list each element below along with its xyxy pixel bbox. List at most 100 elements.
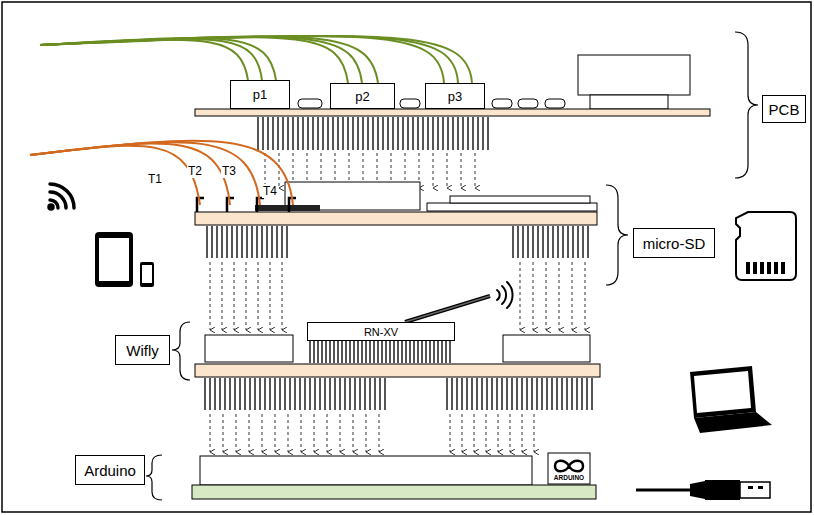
pin [367, 117, 369, 150]
pin [374, 378, 376, 410]
mating-arrow [275, 414, 276, 452]
mating-arrow [559, 262, 560, 330]
pin [377, 341, 379, 363]
pin [506, 378, 508, 410]
pin [324, 378, 326, 410]
mating-arrow [475, 153, 476, 188]
pin [309, 378, 311, 410]
pin [349, 378, 351, 410]
pin [445, 341, 447, 363]
pin [572, 226, 574, 258]
pin [402, 117, 404, 150]
pin [307, 117, 309, 150]
mating-arrow [246, 262, 247, 330]
pin [567, 226, 569, 258]
pin [314, 378, 316, 410]
pin [447, 117, 449, 150]
pin [482, 117, 484, 150]
mating-arrow [450, 414, 451, 452]
pin [249, 378, 251, 410]
pin [312, 117, 314, 150]
pin [437, 117, 439, 150]
pin [393, 341, 395, 363]
pin [477, 117, 479, 150]
pin [271, 226, 273, 258]
mating-arrow [486, 414, 487, 452]
pin [359, 378, 361, 410]
layer-label: Wifly [115, 335, 170, 365]
pin [321, 341, 323, 363]
mating-arrow [222, 262, 223, 330]
pin [382, 117, 384, 150]
pin [294, 378, 296, 410]
pin [284, 378, 286, 410]
bracket [146, 455, 162, 500]
mating-arrow [498, 414, 499, 452]
pin [441, 341, 443, 363]
pin [437, 341, 439, 363]
mating-arrow [353, 414, 354, 452]
pin [337, 341, 339, 363]
pin [547, 226, 549, 258]
pin [449, 341, 451, 363]
pin [282, 117, 284, 150]
pin [562, 226, 564, 258]
pin [302, 117, 304, 150]
pin [361, 341, 363, 363]
pin [401, 341, 403, 363]
node-text: PCB [769, 101, 800, 118]
pin [413, 341, 415, 363]
pin [521, 378, 523, 410]
pin [334, 378, 336, 410]
pin [292, 117, 294, 150]
mating-arrow [461, 153, 462, 188]
mating-arrow [314, 414, 315, 452]
layer-label: Arduino [75, 455, 145, 485]
pin [461, 378, 463, 410]
pin [347, 117, 349, 150]
pin [339, 378, 341, 410]
bracket [735, 32, 758, 178]
pin [259, 378, 261, 410]
pin [325, 341, 327, 363]
wifly-shield [195, 296, 600, 377]
pin [556, 378, 558, 410]
pin [409, 341, 411, 363]
pin [362, 117, 364, 150]
chip-box: RN-XV [307, 322, 455, 341]
terminal-label: T1 [147, 172, 163, 186]
pin [456, 378, 458, 410]
pin [522, 226, 524, 258]
pin [517, 226, 519, 258]
chip-box: p1 [230, 80, 290, 109]
pin [327, 117, 329, 150]
pin [412, 117, 414, 150]
pin [216, 226, 218, 258]
mating-arrow [262, 414, 263, 452]
pin [582, 226, 584, 258]
mating-arrow [327, 414, 328, 452]
pin [531, 378, 533, 410]
pin [261, 226, 263, 258]
pin [542, 226, 544, 258]
mating-arrow [279, 153, 280, 188]
pin [269, 378, 271, 410]
mating-arrow [447, 153, 448, 188]
pin [389, 341, 391, 363]
pin [516, 378, 518, 410]
pin [224, 378, 226, 410]
pin [313, 341, 315, 363]
pin [526, 378, 528, 410]
pin [587, 226, 589, 258]
pin [476, 378, 478, 410]
pin [381, 341, 383, 363]
pin [379, 378, 381, 410]
pin [467, 117, 469, 150]
pin [266, 226, 268, 258]
pin [289, 378, 291, 410]
pin [262, 117, 264, 150]
pin [557, 226, 559, 258]
pin [239, 378, 241, 410]
pin [251, 226, 253, 258]
